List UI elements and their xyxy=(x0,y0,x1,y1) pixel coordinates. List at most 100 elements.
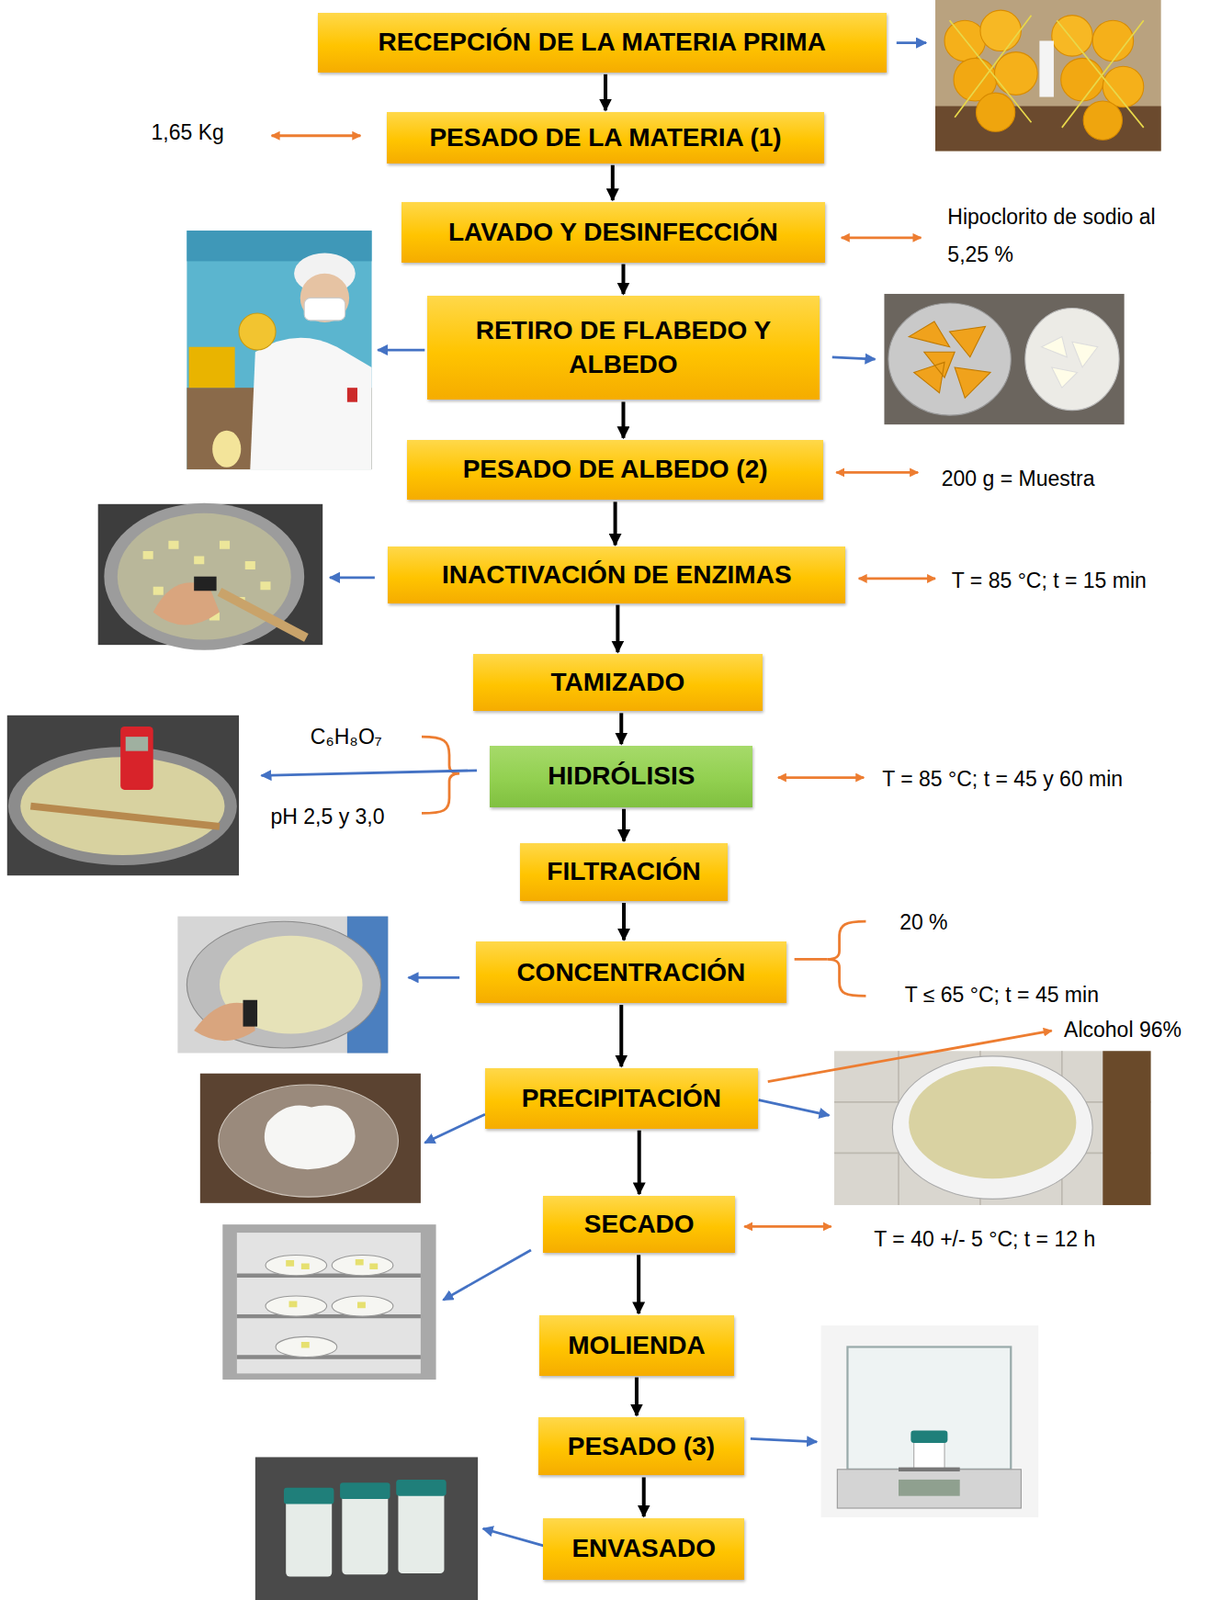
orange-annotation-arrows xyxy=(421,736,460,814)
peels-photo xyxy=(1041,337,1098,389)
step-label: MOLIENDA xyxy=(567,1329,705,1363)
step-label: TAMIZADO xyxy=(551,666,686,700)
photo-pointer-arrows xyxy=(750,1438,817,1442)
annotation-label: C₆H₈O₇ xyxy=(310,718,383,756)
step-label: LAVADO Y DESINFECCIÓN xyxy=(448,215,779,249)
precipitation-bowl-photo xyxy=(834,1051,1152,1206)
enzyme-pot-photo xyxy=(98,503,324,651)
pectin-powder-photo xyxy=(200,1074,421,1204)
hydrolysis-pan-photo xyxy=(7,715,239,876)
flow-arrow xyxy=(619,1005,623,1067)
oranges-photo xyxy=(975,92,1015,132)
annotation-label: T = 40 +/- 5 °C; t = 12 h xyxy=(873,1221,1096,1258)
flow-arrow xyxy=(619,712,623,745)
jars-photo xyxy=(341,1495,388,1576)
orange-annotation-arrows xyxy=(794,958,828,962)
process-box: HIDRÓLISIS xyxy=(489,746,753,808)
annotation-label: T = 85 °C; t = 45 y 60 min xyxy=(882,760,1123,798)
flow-arrow xyxy=(621,401,625,438)
oranges-photo xyxy=(1061,57,1105,102)
orange-annotation-arrows xyxy=(836,471,918,475)
process-box: INACTIVACIÓN DE ENZIMAS xyxy=(387,546,846,603)
oven-photo xyxy=(285,1259,378,1349)
annotation-label: 20 % xyxy=(899,904,948,941)
step-label: FILTRACIÓN xyxy=(546,855,701,889)
pectin-powder-photo xyxy=(218,1085,399,1198)
flow-arrow xyxy=(615,605,620,654)
jars-photo xyxy=(255,1457,478,1600)
oven-photo xyxy=(222,1224,436,1380)
balance-photo xyxy=(910,1431,948,1444)
annotation-label: Hipoclorito de sodio al 5,25 % xyxy=(947,198,1174,273)
annotation-label: Alcohol 96% xyxy=(1063,1011,1182,1049)
enzyme-pot-photo xyxy=(193,576,216,592)
process-box: TAMIZADO xyxy=(473,654,764,712)
flow-arrow xyxy=(621,903,626,940)
hydrolysis-pan-photo xyxy=(125,736,148,752)
precipitation-bowl-photo xyxy=(1102,1051,1151,1206)
peels-photo xyxy=(888,303,1011,416)
step-label: INACTIVACIÓN DE ENZIMAS xyxy=(441,558,792,592)
photo-pointer-arrows xyxy=(442,1250,532,1301)
process-box: PESADO (3) xyxy=(538,1417,746,1476)
oranges-photo xyxy=(980,10,1021,51)
pectin-powder-photo xyxy=(200,1074,421,1204)
flow-arrow xyxy=(621,264,625,295)
peeling-photo xyxy=(347,387,358,403)
process-box: RETIRO DE FLABEDO Y ALBEDO xyxy=(427,295,821,400)
peeling-photo xyxy=(249,338,372,470)
precipitation-bowl-photo xyxy=(834,1051,1152,1206)
process-box: FILTRACIÓN xyxy=(520,843,729,902)
peeling-photo xyxy=(189,347,236,388)
concentration-pot-photo xyxy=(177,916,388,1054)
enzyme-pot-photo xyxy=(103,503,305,651)
flow-arrow xyxy=(637,1130,642,1195)
balance-photo xyxy=(914,1438,945,1470)
oranges-photo xyxy=(944,20,985,61)
oven-photo xyxy=(265,1255,328,1276)
balance-photo xyxy=(898,1480,961,1497)
oranges-photo xyxy=(935,106,1162,152)
jars-photo xyxy=(339,1482,390,1500)
jars-photo xyxy=(255,1457,478,1600)
annotation-label: 1,65 Kg xyxy=(150,113,224,151)
step-label: HIDRÓLISIS xyxy=(547,759,695,793)
annotation-label: T = 85 °C; t = 15 min xyxy=(951,562,1147,600)
orange-annotation-arrows xyxy=(826,921,866,996)
step-label: RECEPCIÓN DE LA MATERIA PRIMA xyxy=(377,25,826,59)
balance-photo xyxy=(821,1325,1040,1518)
orange-annotation-arrows xyxy=(744,1225,831,1229)
balance-photo xyxy=(821,1325,1040,1518)
step-label: RETIRO DE FLABEDO Y ALBEDO xyxy=(445,314,803,382)
orange-annotation-arrows xyxy=(271,134,362,137)
peeling-photo xyxy=(186,230,372,470)
oranges-photo xyxy=(1102,66,1143,107)
process-box: ENVASADO xyxy=(542,1518,745,1581)
process-box: SECADO xyxy=(542,1196,736,1254)
peeling-photo xyxy=(212,430,241,468)
photo-pointer-arrows xyxy=(329,576,375,579)
precipitation-bowl-photo xyxy=(892,1056,1093,1200)
oranges-photo xyxy=(1083,101,1122,140)
flow-arrow xyxy=(613,501,618,545)
oranges-photo xyxy=(994,52,1038,96)
step-label: ENVASADO xyxy=(571,1532,716,1566)
photo-pointer-arrows xyxy=(832,357,876,360)
precipitation-bowl-photo xyxy=(908,1066,1076,1179)
orange-annotation-arrows xyxy=(778,776,864,780)
concentration-pot-photo xyxy=(186,921,381,1049)
peels-photo xyxy=(883,294,1124,425)
peeling-photo xyxy=(186,230,372,470)
oranges-photo xyxy=(935,0,1162,151)
peels-photo xyxy=(1025,308,1120,411)
flow-arrow xyxy=(642,1477,646,1517)
jars-photo xyxy=(397,1492,444,1574)
peeling-photo xyxy=(238,313,276,351)
annotation-label: 200 g = Muestra xyxy=(941,460,1096,498)
peels-photo xyxy=(883,294,1124,425)
orange-annotation-arrows xyxy=(841,236,922,239)
process-box: PESADO DE ALBEDO (2) xyxy=(407,440,823,501)
peeling-photo xyxy=(304,297,345,320)
annotation-label: pH 2,5 y 3,0 xyxy=(271,798,385,836)
oven-photo xyxy=(237,1276,421,1358)
